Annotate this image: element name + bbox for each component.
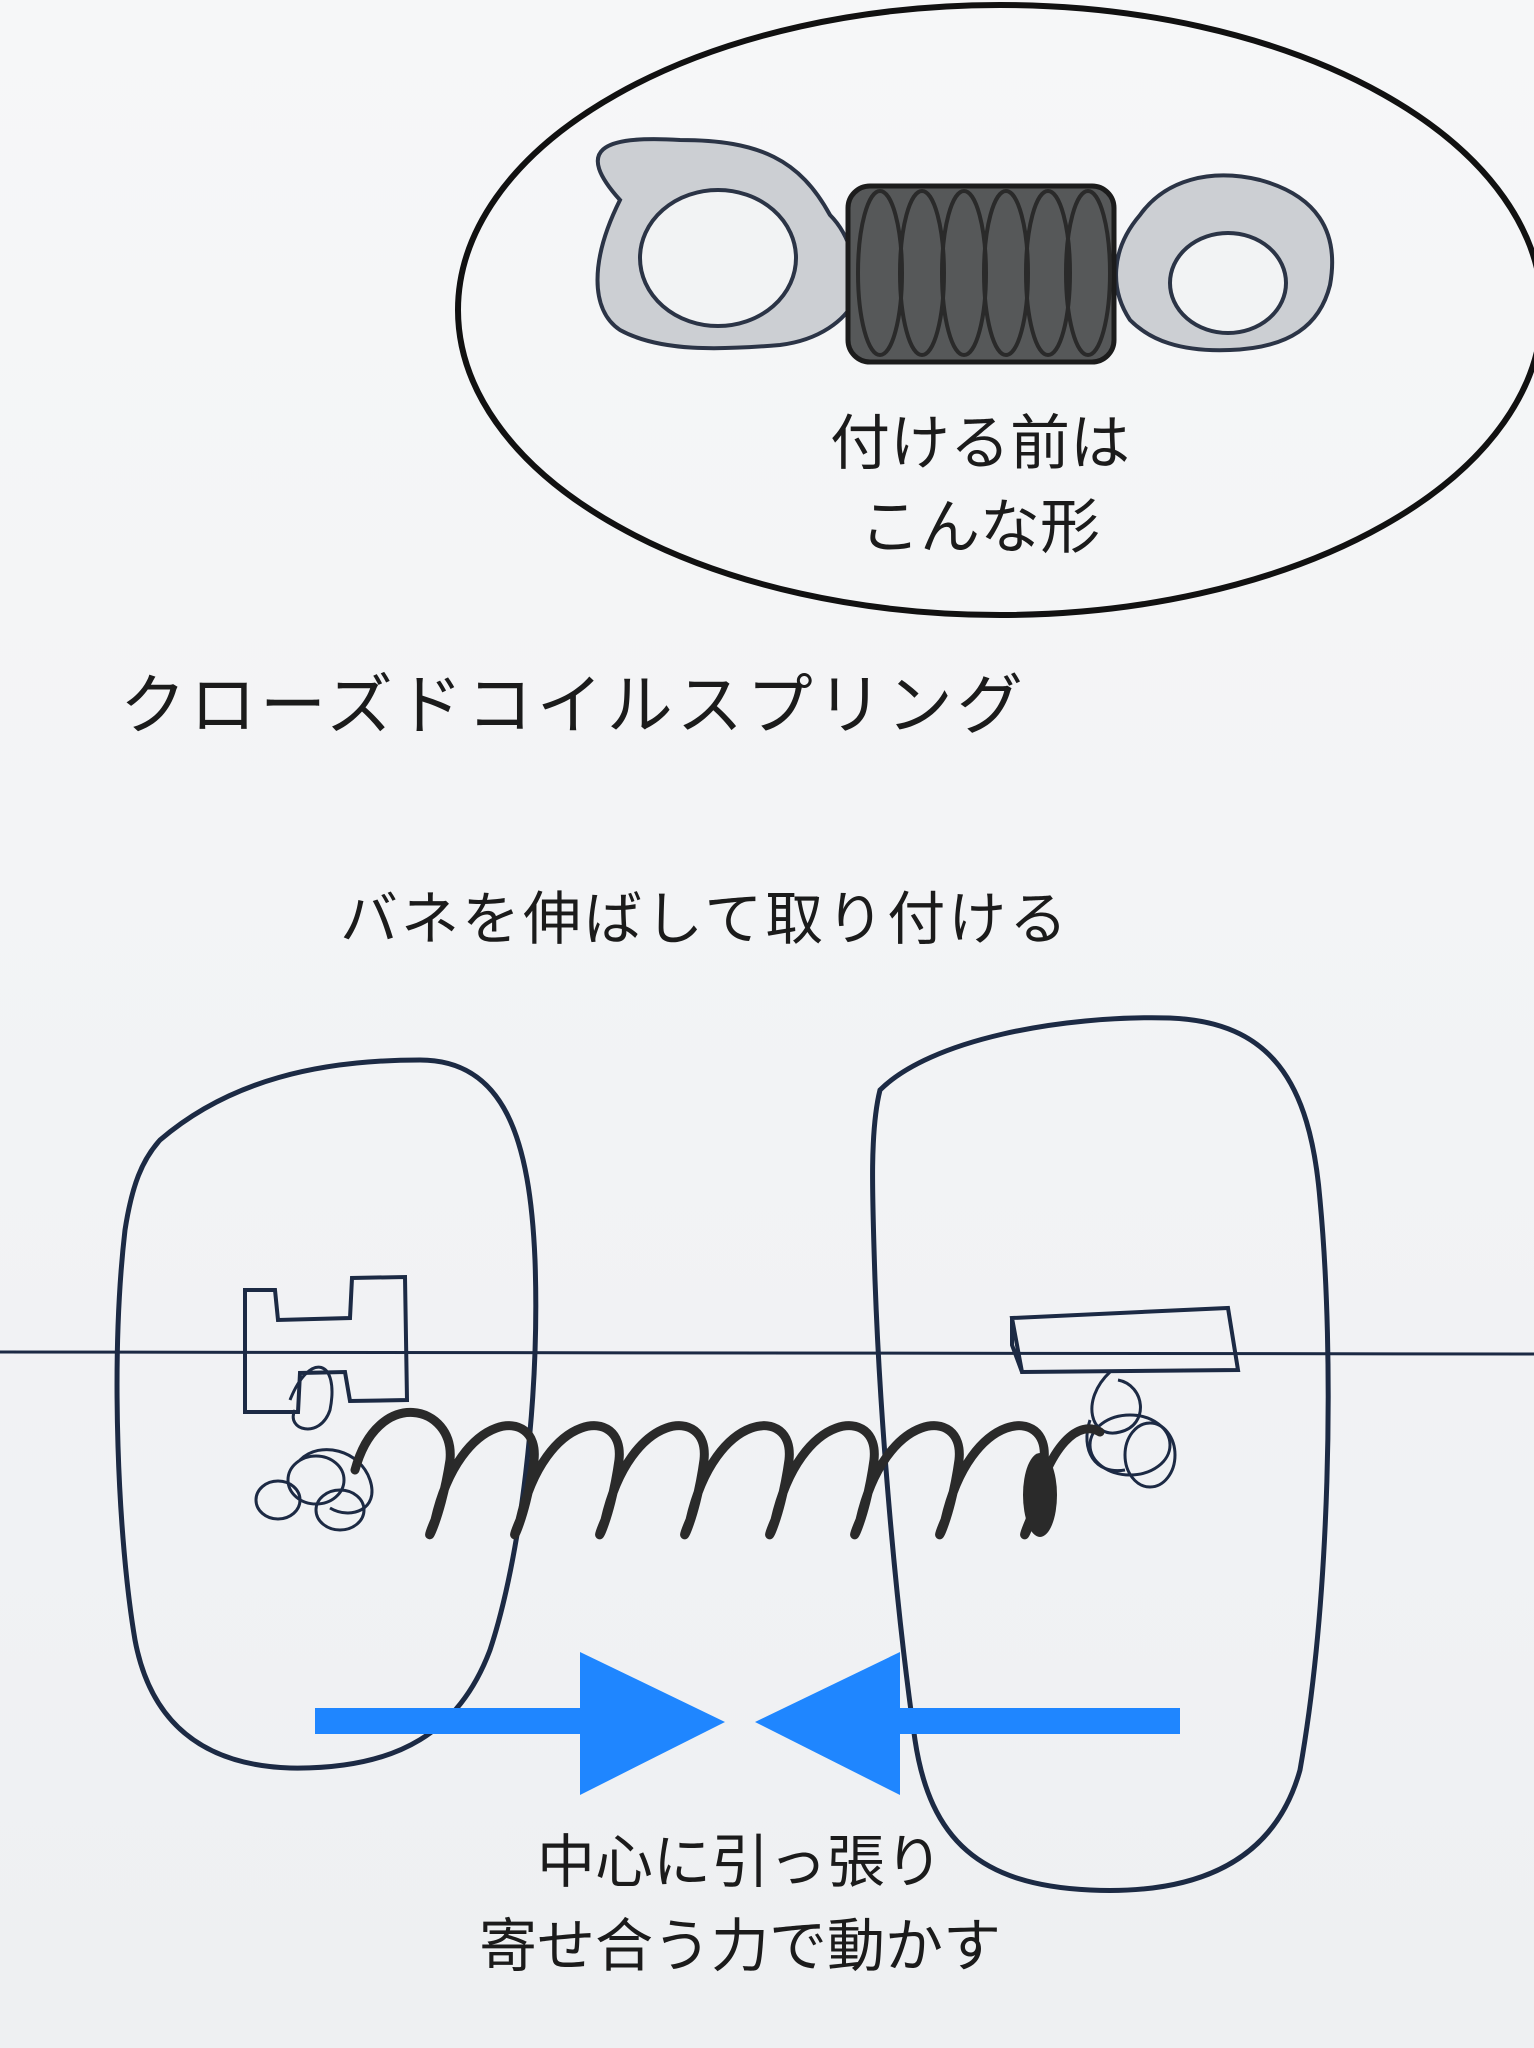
right-buccal-tube <box>1009 1305 1241 1375</box>
spring-right-eye-hole <box>1168 231 1288 335</box>
force-caption: 中心に引っ張り 寄せ合う力で動かす <box>330 1820 1150 1988</box>
force-arrow-right <box>315 1652 725 1795</box>
left-ligature-scribble <box>254 1365 374 1532</box>
right-tooth <box>870 1015 1331 1893</box>
inset-oval <box>455 2 1534 618</box>
inset-caption-line: こんな形 <box>860 493 1100 563</box>
instruction-text: バネを伸ばして取り付ける <box>340 885 1071 953</box>
stretched-coil-spring <box>350 1407 1105 1540</box>
spring-name-heading: クローズドコイルスプリング <box>120 667 1027 744</box>
force-caption-line: 中心に引っ張り <box>536 1828 943 1896</box>
spring-coil-turns <box>856 189 1112 357</box>
closed-coil-spring-sketch <box>595 137 1335 365</box>
left-tooth <box>114 1057 539 1771</box>
spring-coil-body <box>845 183 1117 365</box>
inset-caption-line: 付ける前は <box>830 409 1130 479</box>
force-caption-line: 寄せ合う力で動かす <box>478 1912 1001 1980</box>
left-bracket <box>243 1274 410 1414</box>
force-arrow-left <box>755 1652 1180 1795</box>
spring-left-eye-hole <box>638 188 798 328</box>
inset-caption: 付ける前は こんな形 <box>760 402 1200 570</box>
spring-end-loop <box>1023 1453 1057 1537</box>
occlusal-plane-line <box>0 1350 1534 1356</box>
